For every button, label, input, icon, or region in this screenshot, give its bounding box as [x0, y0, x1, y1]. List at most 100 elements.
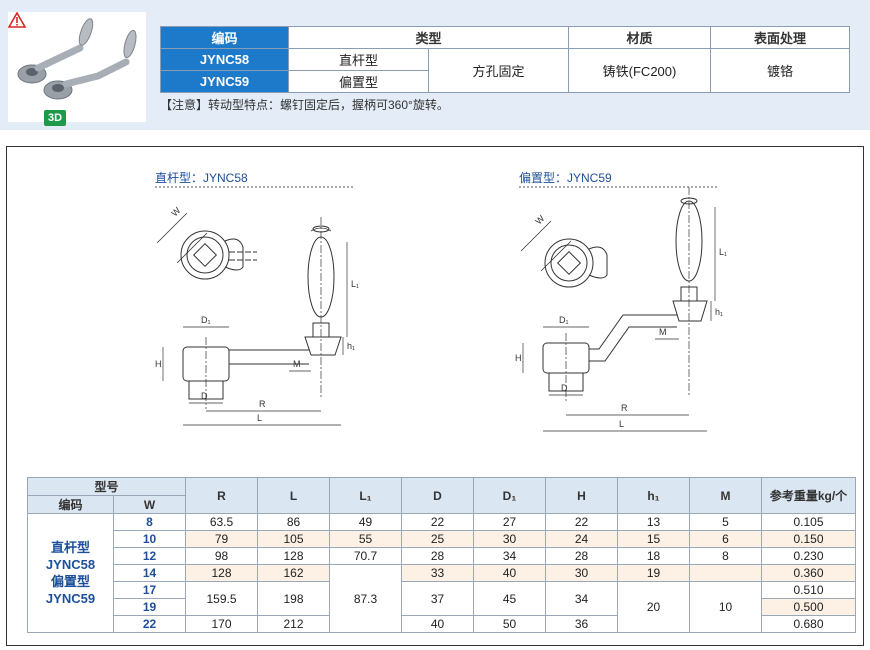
- cell-h1: 13: [617, 513, 690, 531]
- material-value: 铸铁(FC200): [568, 48, 711, 93]
- dim-d1-right: D₁: [559, 315, 569, 325]
- cell-h1: 18: [617, 547, 690, 565]
- dim-h1-left: h₁: [347, 341, 355, 351]
- dim-w-right: W: [533, 213, 546, 226]
- note-text: 【注意】转动型特点：螺钉固定后，握柄可360°旋转。: [160, 98, 449, 112]
- code-group-cell: 直杆型 JYNC58 偏置型 JYNC59: [27, 513, 114, 633]
- cell-weight: 0.150: [761, 530, 856, 548]
- cell-m: 8: [689, 547, 762, 565]
- dim-r-right: R: [621, 403, 628, 413]
- cell-l1: 55: [329, 530, 402, 548]
- cell-d: 25: [401, 530, 474, 548]
- drawing-frame: 直杆型：JYNC58 偏置型：JYNC59 W D₁ H D: [6, 146, 864, 646]
- header-l: L: [257, 477, 330, 514]
- cell-weight: 0.230: [761, 547, 856, 565]
- cell-d1: 50: [473, 615, 546, 633]
- cell-l1: 49: [329, 513, 402, 531]
- cell-r: 128: [185, 564, 258, 582]
- cell-d1: 27: [473, 513, 546, 531]
- spec-table: 型号 R L L₁ D D₁ H h₁ M 参考重量kg/个 编码 W 直杆型 …: [27, 477, 856, 633]
- cell-d1: 40: [473, 564, 546, 582]
- header-r: R: [185, 477, 258, 514]
- cell-l: 86: [257, 513, 330, 531]
- cell-l: 198: [257, 581, 330, 616]
- cell-h1: 19: [617, 564, 690, 582]
- code-group-2-code: JYNC59: [45, 591, 96, 606]
- table-row: 22 170 212 40 50 36 0.680: [28, 615, 856, 633]
- cell-m: 10: [689, 581, 762, 633]
- header-code-sub: 编码: [27, 495, 114, 514]
- cell-w: 12: [113, 547, 186, 565]
- cell-h1: 15: [617, 530, 690, 548]
- cell-w: 8: [113, 513, 186, 531]
- drawing-title-offset: 偏置型：JYNC59: [519, 171, 612, 185]
- code-group-2-type: 偏置型: [50, 574, 90, 589]
- header-finish: 表面处理: [710, 26, 850, 49]
- info-table: 编码 类型 材质 表面处理 JYNC58 直杆型 方孔固定 铸铁(FC200) …: [160, 26, 850, 93]
- code-group-1-code: JYNC58: [45, 557, 96, 572]
- dim-w-left: W: [169, 205, 182, 218]
- cell-m: [689, 564, 762, 582]
- cell-d: 37: [401, 581, 474, 616]
- dim-m-left: M: [293, 359, 301, 369]
- dim-d-right: D: [561, 383, 568, 393]
- code-jync59: JYNC59: [160, 70, 289, 93]
- cell-w: 19: [113, 598, 186, 616]
- dim-h-left: H: [155, 359, 162, 369]
- dim-m-right: M: [659, 327, 667, 337]
- cell-l: 105: [257, 530, 330, 548]
- cell-h: 22: [545, 513, 618, 531]
- dim-l-right: L: [619, 419, 624, 429]
- fixing-method: 方孔固定: [428, 48, 569, 93]
- header-d1: D₁: [473, 477, 546, 514]
- technical-drawing: W D₁ H D L₁ h₁ M R L: [155, 186, 727, 432]
- dim-d-left: D: [201, 391, 208, 401]
- drawing-title-straight: 直杆型：JYNC58: [155, 171, 248, 185]
- cell-d1: 34: [473, 547, 546, 565]
- cell-r: 170: [185, 615, 258, 633]
- finish-value: 镀铬: [710, 48, 850, 93]
- header-type: 类型: [288, 26, 569, 49]
- cell-h: 28: [545, 547, 618, 565]
- dim-r-left: R: [259, 399, 266, 409]
- table-row: 直杆型 JYNC58 偏置型 JYNC59 8 63.5 86 49 22 27…: [27, 513, 856, 633]
- cell-h: 36: [545, 615, 618, 633]
- cell-w: 17: [113, 581, 186, 599]
- dim-l-left: L: [257, 413, 262, 423]
- cell-weight: 0.510: [761, 581, 856, 599]
- header-model: 型号: [27, 477, 186, 496]
- header-d: D: [401, 477, 474, 514]
- cell-m: 6: [689, 530, 762, 548]
- header-w: W: [113, 495, 186, 514]
- table-row: 17 159.5 198 37 45 34 20 10 0.510: [28, 581, 856, 633]
- cell-h: 30: [545, 564, 618, 582]
- dim-d1-left: D₁: [201, 315, 211, 325]
- table-row: 12 98 128 70.7 28 34 28 18 8 0.230: [28, 547, 856, 565]
- dim-l1-left: L₁: [351, 279, 359, 289]
- cell-w: 14: [113, 564, 186, 582]
- dim-l1-right: L₁: [719, 247, 727, 257]
- cell-weight: 0.680: [761, 615, 856, 633]
- header-h: H: [545, 477, 618, 514]
- header-code: 编码: [160, 26, 289, 49]
- cell-l: 162: [257, 564, 330, 582]
- table-row: 19 0.500: [28, 598, 856, 616]
- header-material: 材质: [568, 26, 711, 49]
- dim-h1-right: h₁: [715, 307, 723, 317]
- cell-d: 28: [401, 547, 474, 565]
- cell-d: 40: [401, 615, 474, 633]
- code-group-1-type: 直杆型: [50, 540, 90, 555]
- cell-h: 34: [545, 581, 618, 616]
- cell-r: 79: [185, 530, 258, 548]
- cell-d1: 45: [473, 581, 546, 616]
- cell-weight: 0.105: [761, 513, 856, 531]
- cell-weight: 0.500: [761, 598, 856, 616]
- cell-l1: 87.3: [329, 564, 402, 633]
- table-row: 14 128 162 87.3 33 40 30 19 0.360: [28, 564, 856, 633]
- type-straight: 直杆型: [288, 48, 429, 71]
- 3d-badge[interactable]: 3D: [44, 110, 66, 126]
- cell-d: 22: [401, 513, 474, 531]
- product-photo: 3D: [8, 12, 146, 126]
- cell-weight: 0.360: [761, 564, 856, 582]
- cell-r: 98: [185, 547, 258, 565]
